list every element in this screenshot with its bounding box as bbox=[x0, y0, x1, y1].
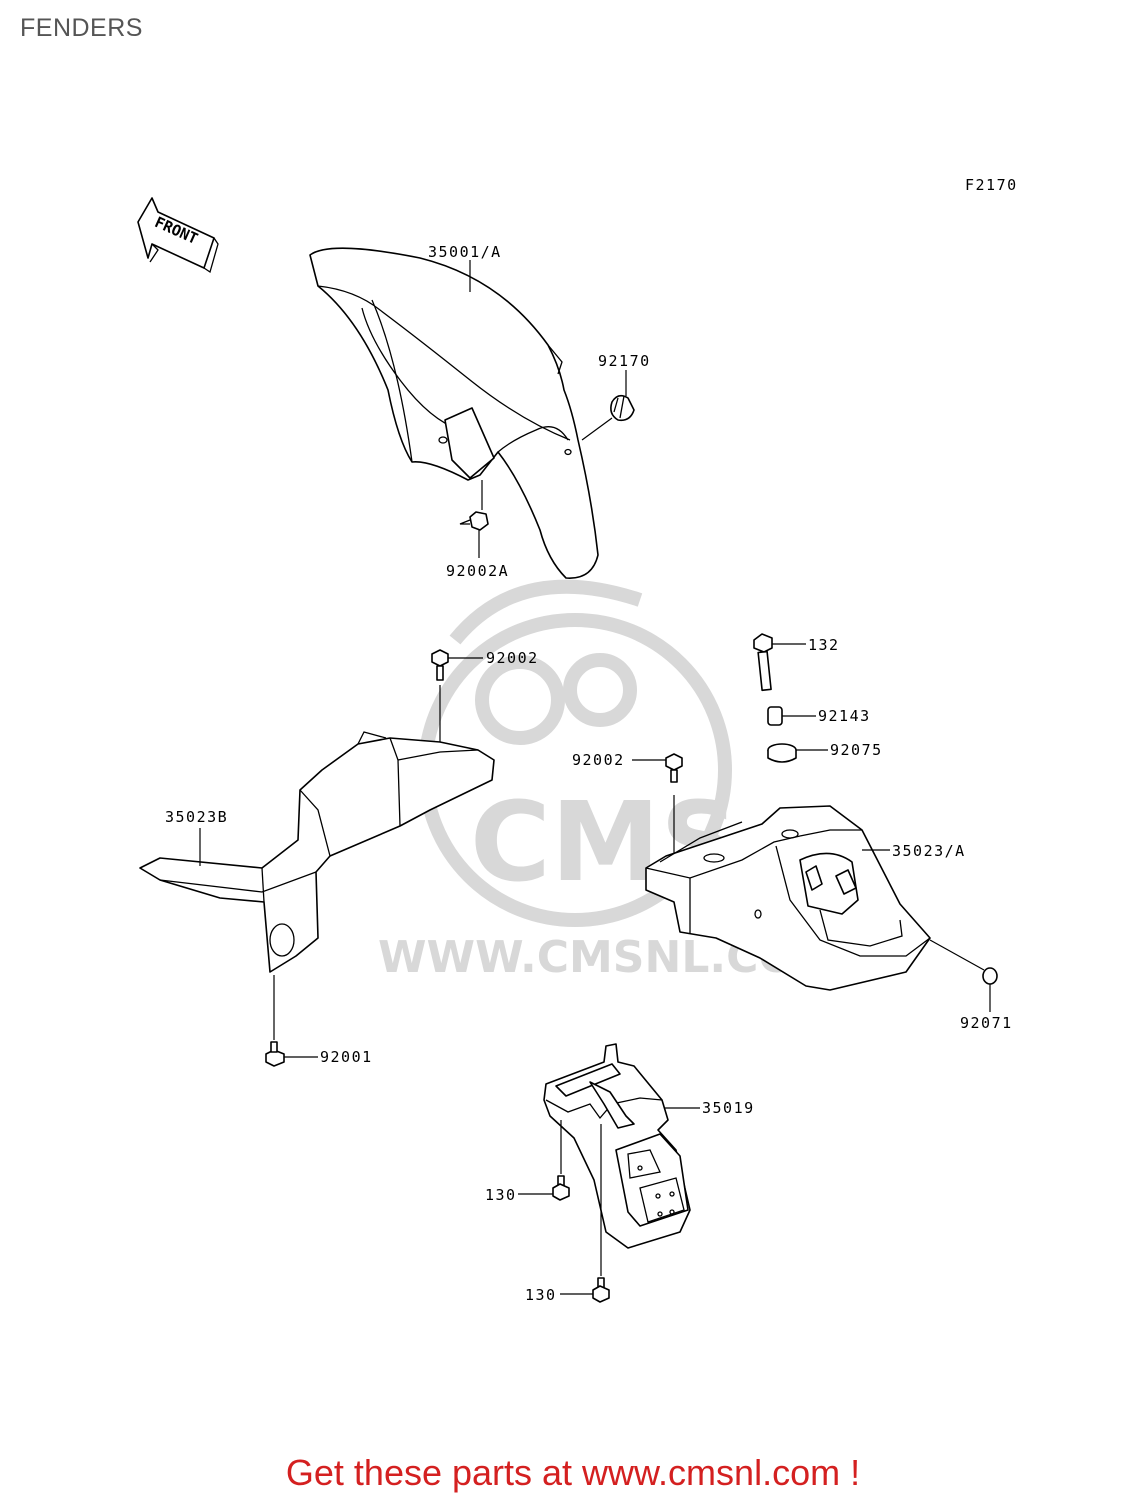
clamp-part bbox=[610, 394, 635, 422]
flap-bolt-lower-part bbox=[592, 1277, 610, 1303]
label-inner-fender-bolt: 92002 bbox=[486, 649, 539, 667]
rear-bolt-part bbox=[753, 633, 773, 692]
label-front-fender: 35001/A bbox=[428, 243, 502, 261]
footer-promo-link[interactable]: Get these parts at www.cmsnl.com ! bbox=[285, 1452, 861, 1493]
diagram-code: F2170 bbox=[965, 176, 1018, 194]
flap-part bbox=[543, 1043, 691, 1249]
label-flap-bolt-upper: 130 bbox=[485, 1186, 517, 1204]
label-clamp: 92170 bbox=[598, 352, 651, 370]
rear-fender-part bbox=[645, 805, 931, 991]
label-cap: 92071 bbox=[960, 1014, 1013, 1032]
inner-fender-part bbox=[139, 731, 495, 973]
front-arrow-icon: FRONT bbox=[137, 197, 219, 274]
label-inner-fender-lower-bolt: 92001 bbox=[320, 1048, 373, 1066]
rear-fender-bolt-part bbox=[665, 753, 683, 783]
label-collar: 92143 bbox=[818, 707, 871, 725]
label-flap-bolt-lower: 130 bbox=[525, 1286, 557, 1304]
label-rear-fender-bolt: 92002 bbox=[572, 751, 625, 769]
inner-fender-lower-bolt-part bbox=[265, 1041, 285, 1067]
flap-bolt-upper-part bbox=[552, 1175, 570, 1201]
label-rear-fender: 35023/A bbox=[892, 842, 966, 860]
page-title: FENDERS bbox=[20, 14, 143, 42]
front-fender-bolt-part bbox=[459, 511, 489, 531]
collar-part bbox=[767, 706, 783, 726]
front-fender-part bbox=[309, 247, 599, 579]
label-inner-fender: 35023B bbox=[165, 808, 228, 826]
label-rear-bolt: 132 bbox=[808, 636, 840, 654]
label-flap: 35019 bbox=[702, 1099, 755, 1117]
label-grommet: 92075 bbox=[830, 741, 883, 759]
cap-part bbox=[982, 967, 998, 985]
inner-fender-bolt-part bbox=[431, 649, 449, 681]
grommet-part bbox=[767, 743, 797, 763]
label-front-fender-bolt: 92002A bbox=[446, 562, 509, 580]
